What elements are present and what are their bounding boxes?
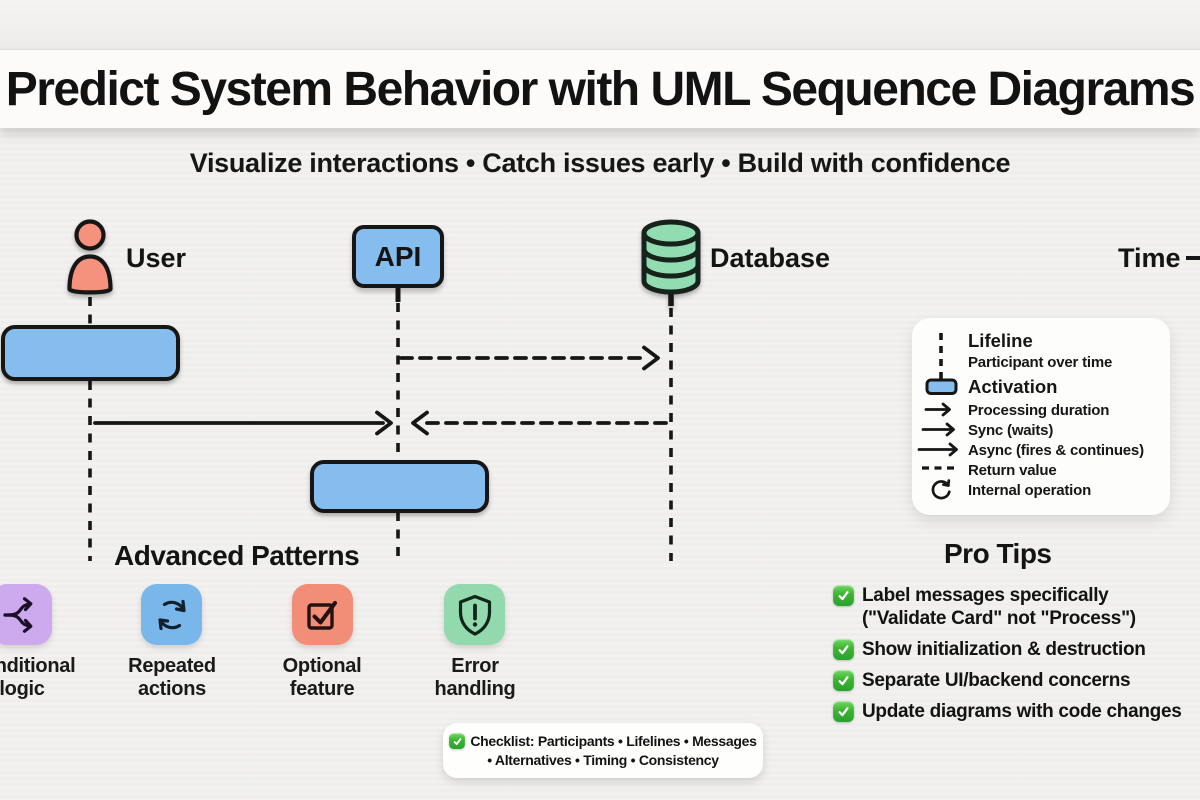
pro-tip-line1: Label messages specifically	[862, 585, 1109, 606]
pattern-card-error	[444, 584, 505, 645]
arrow-icon	[924, 402, 951, 417]
legend-label: Participant over time	[968, 354, 1113, 371]
participant-label-api: API	[374, 240, 422, 272]
cycle-icon	[157, 599, 186, 630]
top-strip	[0, 0, 1200, 51]
checkbox-icon	[306, 600, 337, 630]
user-activation-bar	[1, 325, 180, 381]
checklist-line2: • Alternatives • Timing • Consistency	[487, 751, 719, 768]
pro-tip-item: Label messages specifically ("Validate C…	[833, 584, 1136, 630]
checklist-line1: Checklist: Participants • Lifelines • Me…	[470, 732, 757, 749]
green-check-icon	[833, 701, 854, 722]
pattern-card-optional	[292, 584, 353, 645]
pro-tip-item: Show initialization & destruction	[833, 638, 1146, 661]
branch-icon	[2, 596, 32, 633]
green-check-icon	[449, 733, 466, 749]
legend-label: Lifeline	[968, 330, 1033, 351]
circular-arrow-icon	[931, 479, 951, 500]
green-check-icon	[833, 585, 854, 606]
participant-label-database: Database	[710, 243, 831, 273]
pro-tip-line2: ("Validate Card" not "Process")	[862, 608, 1136, 629]
pro-tip-text: Separate UI/backend concerns	[862, 670, 1131, 691]
async-arrow-api-to-database	[399, 345, 660, 371]
page-subtitle: Visualize interactions • Catch issues ea…	[189, 148, 1011, 178]
activation-bar-icon	[925, 378, 958, 395]
pattern-label-conditional: Conditional logic	[0, 655, 76, 700]
return-arrow-database-to-api	[411, 410, 668, 436]
lifelines	[88, 297, 673, 561]
database-icon	[641, 219, 701, 306]
dashed-line-icon	[922, 466, 956, 470]
time-label: Time	[1118, 243, 1181, 273]
pattern-card-repeated	[141, 584, 202, 645]
pro-tip-text: Label messages specifically ("Validate C…	[862, 584, 1136, 630]
page-title: Predict System Behavior with UML Sequenc…	[5, 62, 1196, 116]
pattern-label-repeated: Repeated actions	[128, 655, 216, 700]
legend-label: Processing duration	[968, 402, 1110, 419]
pattern-label-error: Error handling	[434, 655, 516, 700]
participant-box-api: API	[352, 225, 444, 288]
legend-label: Return value	[968, 462, 1057, 479]
pro-tip-text: Show initialization & destruction	[862, 639, 1146, 660]
arrow-icon	[921, 422, 955, 437]
pro-tip-item: Update diagrams with code changes	[833, 700, 1182, 723]
pro-tip-item: Separate UI/backend concerns	[833, 669, 1131, 692]
pattern-card-conditional	[0, 584, 52, 645]
api-activation-bar	[310, 460, 489, 513]
person-icon	[67, 219, 113, 295]
sync-arrow-user-to-api	[93, 410, 393, 436]
green-check-icon	[833, 670, 854, 691]
checklist-line1-row: Checklist: Participants • Lifelines • Me…	[449, 732, 757, 751]
participant-label-user: User	[126, 243, 187, 273]
green-check-icon	[833, 639, 854, 660]
legend-label: Async (fires & continues)	[968, 442, 1144, 459]
advanced-patterns-heading: Advanced Patterns	[114, 540, 360, 571]
pro-tips-heading: Pro Tips	[944, 538, 1052, 569]
checklist-pill: Checklist: Participants • Lifelines • Me…	[443, 723, 763, 778]
arrow-icon	[917, 442, 958, 457]
legend-card: Lifeline Participant over time Activatio…	[912, 318, 1170, 515]
legend-label: Sync (waits)	[968, 422, 1054, 439]
title-banner: Predict System Behavior with UML Sequenc…	[0, 50, 1200, 128]
pattern-label-optional: Optional feature	[282, 655, 362, 700]
legend-label: Internal operation	[968, 482, 1092, 499]
legend-label: Activation	[968, 376, 1058, 397]
lifeline-dash-icon	[939, 333, 943, 379]
shield-exclamation-icon	[458, 594, 491, 636]
pro-tip-text: Update diagrams with code changes	[862, 701, 1182, 722]
